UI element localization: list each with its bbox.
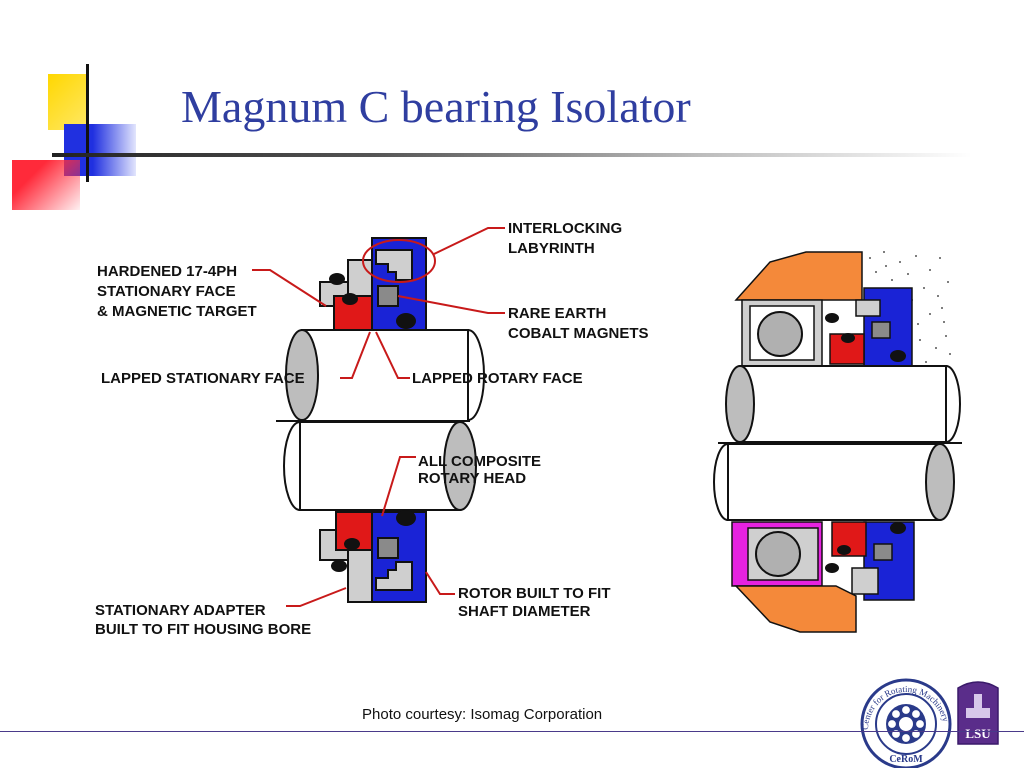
label-lapped-stationary: LAPPED STATIONARY FACE bbox=[101, 370, 305, 387]
photo-credit: Photo courtesy: Isomag Corporation bbox=[362, 706, 603, 723]
o-ring-bottom-1 bbox=[396, 510, 416, 526]
cerom-logo: Center for Rotating Machinery CeRoM bbox=[860, 678, 952, 768]
labyrinth-highlight-circle bbox=[362, 239, 436, 283]
right-shaft-lower bbox=[727, 443, 941, 521]
lsu-logo: LSU bbox=[957, 681, 999, 745]
label-rotor-2: SHAFT DIAMETER bbox=[458, 603, 591, 620]
footer-line bbox=[0, 731, 1024, 732]
leader-lines bbox=[252, 227, 505, 607]
label-interlocking-2: LABYRINTH bbox=[508, 240, 595, 257]
label-rotor-1: ROTOR BUILT TO FIT bbox=[458, 585, 611, 602]
title-underline bbox=[52, 153, 972, 157]
deco-red-square bbox=[12, 160, 80, 210]
label-hardened-2: STATIONARY FACE bbox=[97, 283, 236, 300]
label-lapped-rotary: LAPPED ROTARY FACE bbox=[412, 370, 583, 387]
left-shaft-upper bbox=[285, 329, 485, 422]
bearing-ball-top bbox=[757, 311, 803, 357]
label-composite-2: ROTARY HEAD bbox=[418, 470, 526, 487]
o-ring-top-2 bbox=[342, 293, 358, 305]
left-seal-top bbox=[319, 237, 436, 331]
deco-yellow-square bbox=[48, 74, 88, 130]
housing-top bbox=[734, 251, 863, 301]
housing-bottom bbox=[734, 585, 857, 633]
label-interlocking-1: INTERLOCKING bbox=[508, 220, 622, 237]
cerom-abbr: CeRoM bbox=[889, 754, 923, 765]
o-ring-top-3 bbox=[396, 313, 416, 329]
label-composite-1: ALL COMPOSITE bbox=[418, 453, 541, 470]
label-magnets-2: COBALT MAGNETS bbox=[508, 325, 649, 342]
o-ring-bottom-2 bbox=[344, 538, 360, 550]
deco-vertical-line bbox=[86, 64, 89, 182]
left-shaft-lower bbox=[283, 421, 477, 511]
o-ring-bottom-3 bbox=[331, 560, 347, 572]
label-hardened-3: & MAGNETIC TARGET bbox=[97, 303, 257, 320]
left-cross-section bbox=[252, 227, 505, 607]
o-ring-top-1 bbox=[329, 273, 345, 285]
right-cross-section bbox=[713, 251, 962, 633]
slide-title: Magnum C bearing Isolator bbox=[181, 81, 691, 132]
label-magnets-1: RARE EARTH bbox=[508, 305, 606, 322]
left-seal-bottom bbox=[319, 510, 427, 603]
label-adapter-2: BUILT TO FIT HOUSING BORE bbox=[95, 621, 311, 638]
lsu-text: LSU bbox=[965, 726, 991, 741]
right-shaft-upper bbox=[739, 365, 947, 443]
label-adapter-1: STATIONARY ADAPTER bbox=[95, 602, 266, 619]
bearing-ball-bottom bbox=[755, 531, 801, 577]
label-hardened-1: HARDENED 17-4PH bbox=[97, 263, 237, 280]
magnet-top bbox=[377, 285, 399, 307]
magnet-bottom bbox=[377, 537, 399, 559]
